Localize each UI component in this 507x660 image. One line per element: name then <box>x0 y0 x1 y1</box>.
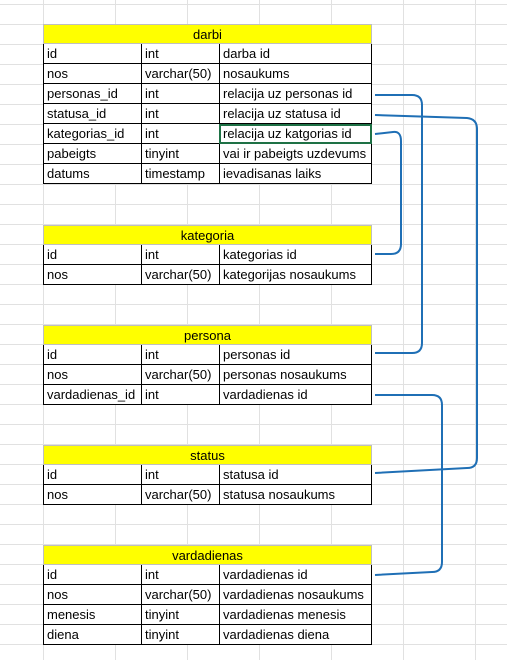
field-name-cell[interactable]: statusa_id <box>43 104 141 124</box>
field-description-cell[interactable]: statusa nosaukums <box>219 485 372 505</box>
connector-personas <box>375 94 423 354</box>
table-row: nos varchar(50) statusa nosaukums <box>43 485 372 505</box>
table-row: diena tinyint vardadienas diena <box>43 625 372 645</box>
field-type-cell[interactable]: int <box>141 345 219 365</box>
connector-vardadienas <box>374 394 443 576</box>
field-name-cell[interactable]: personas_id <box>43 84 141 104</box>
field-name-cell[interactable]: id <box>43 565 141 585</box>
field-type-cell[interactable]: int <box>141 104 219 124</box>
table-row: id int statusa id <box>43 465 372 485</box>
field-type-cell[interactable]: int <box>141 565 219 585</box>
field-type-cell[interactable]: int <box>141 44 219 64</box>
field-type-cell[interactable]: varchar(50) <box>141 485 219 505</box>
table-row: nos varchar(50) personas nosaukums <box>43 365 372 385</box>
field-name-cell[interactable]: kategorias_id <box>43 124 141 144</box>
field-description-cell[interactable]: relacija uz statusa id <box>219 104 372 124</box>
field-description-cell[interactable]: vai ir pabeigts uzdevums <box>219 144 372 164</box>
field-name-cell[interactable]: id <box>43 245 141 265</box>
field-type-cell[interactable]: varchar(50) <box>141 585 219 605</box>
table-row: personas_id int relacija uz personas id <box>43 84 372 104</box>
table-row: id int darba id <box>43 44 372 64</box>
field-description-cell[interactable]: ievadisanas laiks <box>219 164 372 184</box>
table-row: nos varchar(50) nosaukums <box>43 64 372 84</box>
table-row: menesis tinyint vardadienas menesis <box>43 605 372 625</box>
connector-statusa <box>374 114 478 474</box>
field-description-cell[interactable]: kategorijas nosaukums <box>219 265 372 285</box>
field-name-cell[interactable]: nos <box>43 585 141 605</box>
table-title: persona <box>43 325 372 345</box>
table-row: id int vardadienas id <box>43 565 372 585</box>
field-name-cell[interactable]: menesis <box>43 605 141 625</box>
field-name-cell[interactable]: datums <box>43 164 141 184</box>
field-description-cell[interactable]: darba id <box>219 44 372 64</box>
field-name-cell[interactable]: id <box>43 44 141 64</box>
field-name-cell[interactable]: pabeigts <box>43 144 141 164</box>
connector-kategorias <box>374 130 402 255</box>
field-name-cell[interactable]: nos <box>43 485 141 505</box>
table-row: id int kategorias id <box>43 245 372 265</box>
field-name-cell[interactable]: id <box>43 345 141 365</box>
field-type-cell[interactable]: int <box>141 245 219 265</box>
field-description-cell[interactable]: vardadienas menesis <box>219 605 372 625</box>
field-description-cell[interactable]: nosaukums <box>219 64 372 84</box>
field-description-cell[interactable]: personas id <box>219 345 372 365</box>
field-name-cell[interactable]: nos <box>43 265 141 285</box>
table-kategoria: kategoria id int kategorias id nos varch… <box>43 225 372 285</box>
field-description-cell[interactable]: kategorias id <box>219 245 372 265</box>
field-description-cell[interactable]: vardadienas id <box>219 385 372 405</box>
field-type-cell[interactable]: tinyint <box>141 625 219 645</box>
table-row: kategorias_id int relacija uz katgorias … <box>43 124 372 144</box>
table-title: status <box>43 445 372 465</box>
field-description-cell[interactable]: statusa id <box>219 465 372 485</box>
field-name-cell[interactable]: vardadienas_id <box>43 385 141 405</box>
table-vardadienas: vardadienas id int vardadienas id nos va… <box>43 545 372 645</box>
table-row: statusa_id int relacija uz statusa id <box>43 104 372 124</box>
table-row: nos varchar(50) vardadienas nosaukums <box>43 585 372 605</box>
field-type-cell[interactable]: tinyint <box>141 605 219 625</box>
field-name-cell[interactable]: nos <box>43 365 141 385</box>
table-title: darbi <box>43 24 372 44</box>
field-name-cell[interactable]: diena <box>43 625 141 645</box>
field-type-cell[interactable]: tinyint <box>141 144 219 164</box>
table-darbi: darbi id int darba id nos varchar(50) no… <box>43 24 372 184</box>
table-row: vardadienas_id int vardadienas id <box>43 385 372 405</box>
table-title: kategoria <box>43 225 372 245</box>
table-row: nos varchar(50) kategorijas nosaukums <box>43 265 372 285</box>
table-persona: persona id int personas id nos varchar(5… <box>43 325 372 405</box>
table-row: pabeigts tinyint vai ir pabeigts uzdevum… <box>43 144 372 164</box>
field-type-cell[interactable]: varchar(50) <box>141 64 219 84</box>
selected-cell[interactable]: relacija uz katgorias id <box>219 124 372 144</box>
field-type-cell[interactable]: varchar(50) <box>141 365 219 385</box>
field-description-cell[interactable]: relacija uz personas id <box>219 84 372 104</box>
field-type-cell[interactable]: int <box>141 124 219 144</box>
field-name-cell[interactable]: id <box>43 465 141 485</box>
field-description-cell[interactable]: vardadienas nosaukums <box>219 585 372 605</box>
field-type-cell[interactable]: int <box>141 465 219 485</box>
table-title: vardadienas <box>43 545 372 565</box>
field-description-cell[interactable]: vardadienas id <box>219 565 372 585</box>
field-type-cell[interactable]: int <box>141 84 219 104</box>
table-row: id int personas id <box>43 345 372 365</box>
table-row: datums timestamp ievadisanas laiks <box>43 164 372 184</box>
field-type-cell[interactable]: varchar(50) <box>141 265 219 285</box>
table-status: status id int statusa id nos varchar(50)… <box>43 445 372 505</box>
field-type-cell[interactable]: int <box>141 385 219 405</box>
field-description-cell[interactable]: personas nosaukums <box>219 365 372 385</box>
field-name-cell[interactable]: nos <box>43 64 141 84</box>
field-type-cell[interactable]: timestamp <box>141 164 219 184</box>
field-description-cell[interactable]: vardadienas diena <box>219 625 372 645</box>
